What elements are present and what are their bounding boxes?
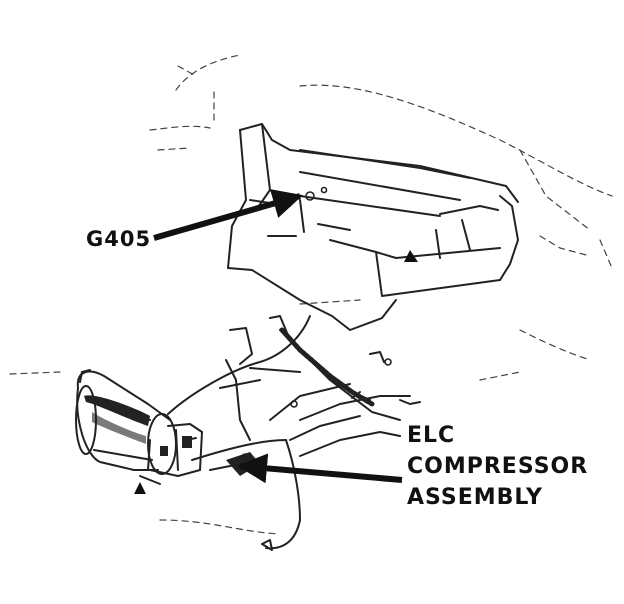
vehicle-body-outline <box>9 54 613 535</box>
elc-compressor-label: ELC COMPRESSOR ASSEMBLY <box>407 420 588 513</box>
g405-label: G405 <box>86 227 152 251</box>
g405-arrow <box>153 189 303 241</box>
elc-label-line2: COMPRESSOR <box>407 454 589 479</box>
elc-label-line3: ASSEMBLY <box>407 485 543 510</box>
wiring-harness <box>167 315 311 551</box>
triangle-mark-upper <box>404 250 418 262</box>
wiring-harness-dashed <box>279 327 375 407</box>
fasteners <box>239 186 392 467</box>
triangle-mark-lower <box>134 482 146 494</box>
elc-compressor-arrow <box>237 453 403 484</box>
elc-label-line1: ELC <box>407 423 456 448</box>
radiator-support-panel <box>227 123 519 331</box>
compressor-motor <box>75 369 203 485</box>
